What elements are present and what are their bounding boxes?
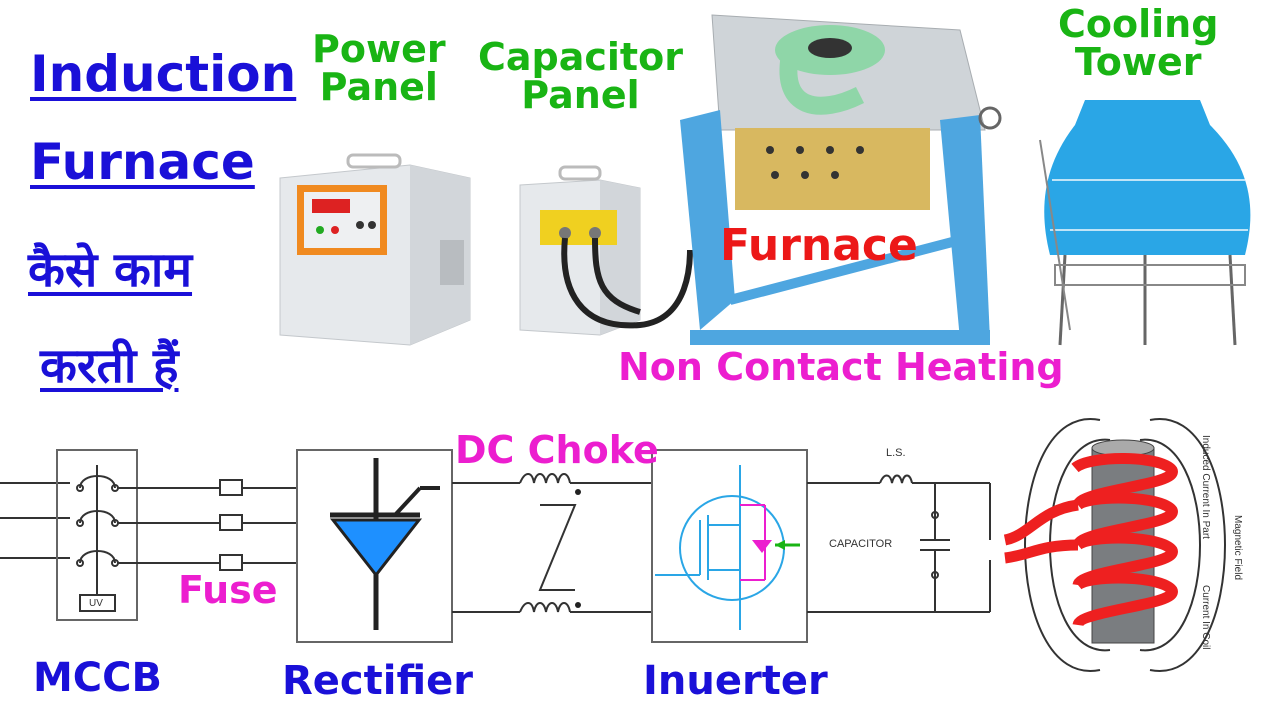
fuse-label: Fuse <box>178 568 278 612</box>
title-line-3: कैसे काम <box>28 242 193 298</box>
capacitor-panel-image <box>519 165 693 336</box>
title-line-2: Furnace <box>30 133 255 191</box>
capacitor-panel-label-2: Panel <box>521 73 640 117</box>
furnace-label: Furnace <box>720 220 918 271</box>
dc-choke-label: DC Choke <box>455 428 659 472</box>
current-in-coil-label: Current In Coil <box>1200 585 1211 650</box>
mccb-label: MCCB <box>33 655 163 701</box>
power-panel-label-1: Power <box>312 27 446 71</box>
rectifier-label: Rectifier <box>282 658 473 704</box>
non-contact-heating-label: Non Contact Heating <box>618 345 1064 389</box>
ls-label: L.S. <box>886 447 906 459</box>
title-line-1: Induction <box>30 45 297 103</box>
induction-coil-figure <box>1003 418 1226 672</box>
cooling-tower-image <box>1039 100 1251 346</box>
power-panel-label-2: Panel <box>319 65 438 109</box>
power-panel-image <box>279 153 471 346</box>
power-panel-label: Power Panel <box>312 30 446 106</box>
capacitor-panel-label: Capacitor Panel <box>478 38 683 114</box>
inverter-label: Inuerter <box>643 658 828 704</box>
induced-current-label: Induced Current In Part <box>1200 435 1211 539</box>
title-line-4: करती हैं <box>40 338 179 394</box>
capacitor-label: CAPACITOR <box>829 538 893 550</box>
diode-symbol <box>329 518 423 578</box>
cooling-tower-label-1: Cooling <box>1058 2 1219 46</box>
cooling-tower-label: Cooling Tower <box>1058 5 1218 81</box>
magnetic-field-label: Magnetic Field <box>1232 515 1243 581</box>
cooling-tower-label-2: Tower <box>1074 40 1202 84</box>
furnace-image <box>680 14 1002 345</box>
capacitor-panel-label-1: Capacitor <box>478 35 683 79</box>
uv-label: UV <box>89 598 103 609</box>
